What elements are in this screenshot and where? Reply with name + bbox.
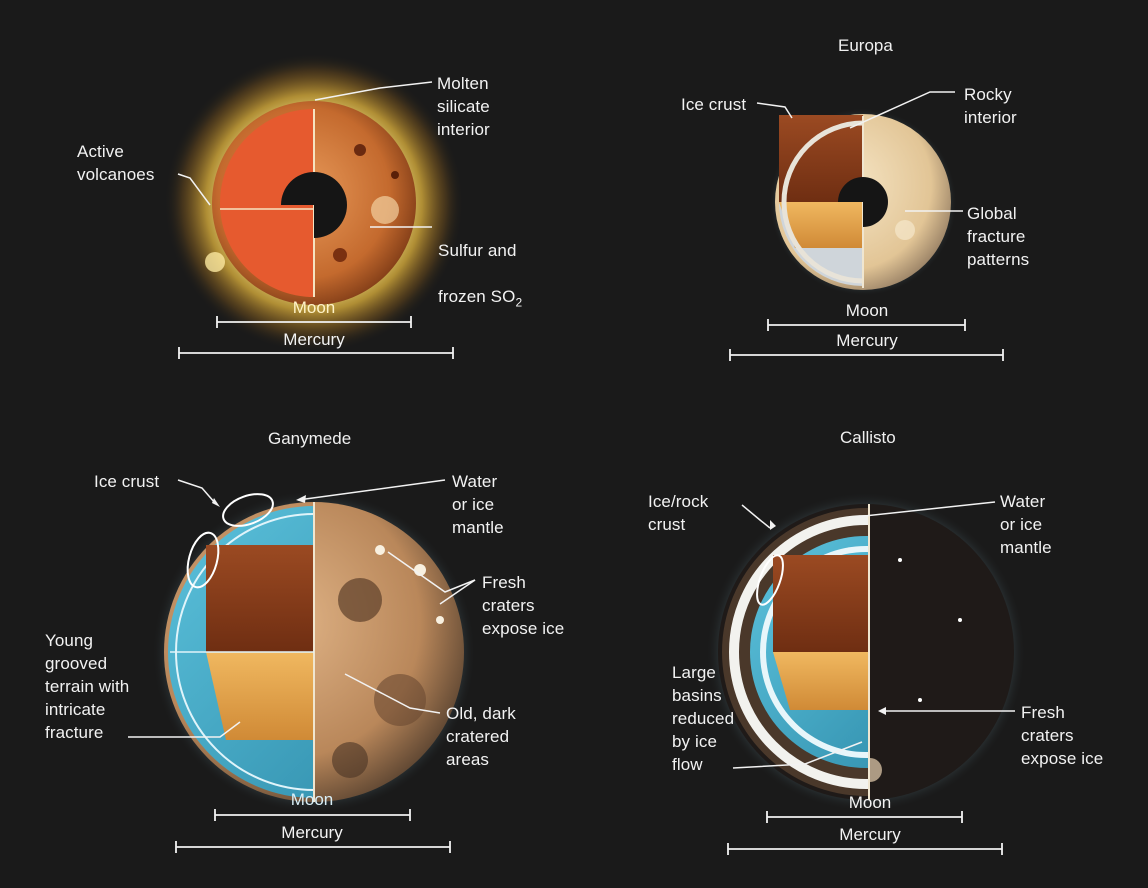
ganymede-moon (152, 490, 476, 814)
label-ganymede-ice-crust: Ice crust (94, 472, 160, 491)
europa-core (838, 177, 863, 202)
callisto-title: Callisto (840, 428, 896, 447)
arrowheads (212, 495, 886, 715)
io-core-cutaway (220, 109, 314, 297)
label-large-basins: Large basins reduced by ice flow (672, 663, 735, 774)
europa-scale-mercury: Mercury (836, 331, 898, 350)
europa-title: Europa (838, 36, 893, 55)
volcano-plume (205, 252, 225, 272)
label-global-fracture-patterns: Global fracture patterns (967, 204, 1030, 269)
label-ganymede-fresh-craters: Fresh craters expose ice (482, 573, 565, 638)
callisto-moon (706, 492, 1026, 812)
sulfur-line-2: frozen SO (438, 287, 516, 306)
europa-scale-moon: Moon (845, 301, 889, 320)
callisto-scale-moon: Moon (848, 793, 892, 812)
io-moon (164, 53, 464, 353)
label-callisto-fresh-craters: Fresh craters expose ice (1021, 703, 1104, 768)
label-active-volcanoes: Active volcanoes (77, 142, 155, 184)
io-scale-moon: Moon (292, 298, 336, 317)
io-inner-core (281, 172, 314, 205)
label-rocky-interior: Rocky interior (964, 85, 1017, 127)
ganymede-rocky-core (206, 545, 314, 652)
label-old-dark-cratered-areas: Old, dark cratered areas (446, 704, 516, 769)
label-sulfur-frozen-so2: Sulfur and frozen SO2 (438, 216, 522, 314)
ganymede-title: Ganymede (268, 429, 352, 448)
callisto-rocky-core (773, 555, 869, 652)
label-molten-silicate-interior: Molten silicate interior (437, 74, 490, 139)
callisto-scale-mercury: Mercury (839, 825, 901, 844)
label-young-grooved-terrain: Young grooved terrain with intricate fra… (45, 631, 130, 742)
scale-bars (175, 316, 1004, 855)
label-ganymede-water-mantle: Water or ice mantle (452, 472, 504, 537)
label-callisto-water-mantle: Water or ice mantle (1000, 492, 1052, 557)
label-ice-rock-crust: Ice/rock crust (648, 492, 709, 534)
io-scale-mercury: Mercury (283, 330, 345, 349)
ganymede-scale-mercury: Mercury (281, 823, 343, 842)
europa-moon (769, 108, 957, 296)
sulfur-line-1: Sulfur and (438, 241, 517, 260)
ganymede-scale-moon: Moon (290, 790, 334, 809)
so2-subscript: 2 (515, 295, 523, 310)
label-europa-ice-crust: Ice crust (681, 95, 747, 114)
leader-lines (128, 81, 1015, 769)
